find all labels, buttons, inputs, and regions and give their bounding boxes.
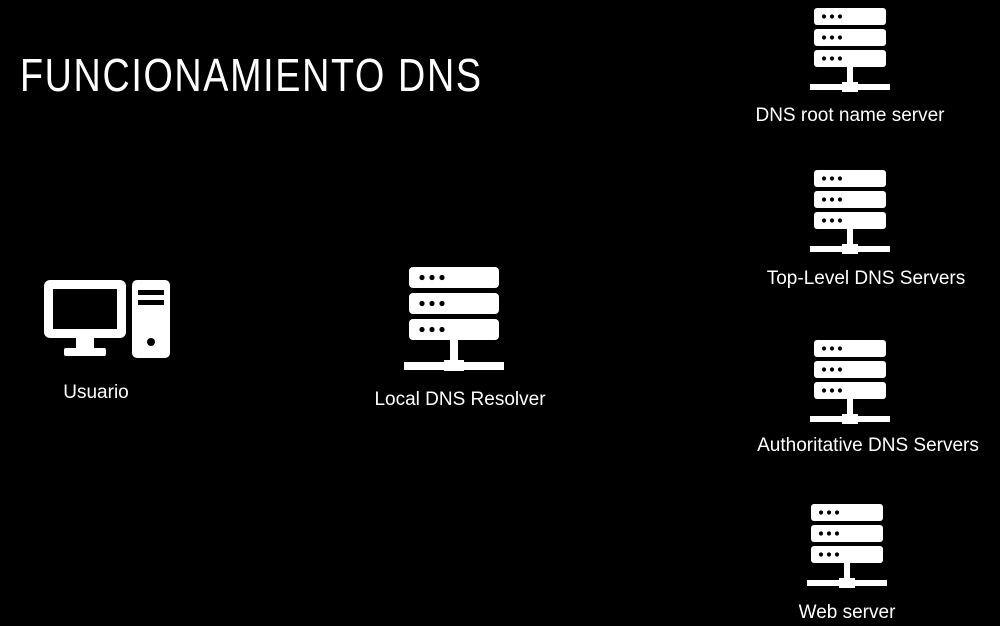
usuario-label: Usuario bbox=[63, 382, 129, 403]
dns-root-name-server-label: DNS root name server bbox=[755, 105, 945, 126]
server-icon bbox=[807, 504, 887, 588]
server-icon bbox=[810, 170, 890, 254]
desktop-computer-icon bbox=[44, 280, 170, 358]
web-server-label: Web server bbox=[798, 602, 896, 623]
local-dns-resolver-label: Local DNS Resolver bbox=[374, 389, 546, 410]
top-level-dns-servers-label: Top-Level DNS Servers bbox=[766, 268, 966, 289]
server-icon bbox=[810, 8, 890, 92]
server-icon bbox=[404, 267, 504, 371]
server-icon bbox=[810, 340, 890, 424]
authoritative-dns-servers-label: Authoritative DNS Servers bbox=[757, 435, 979, 456]
page-title: FUNCIONAMIENTO DNS bbox=[20, 49, 483, 101]
